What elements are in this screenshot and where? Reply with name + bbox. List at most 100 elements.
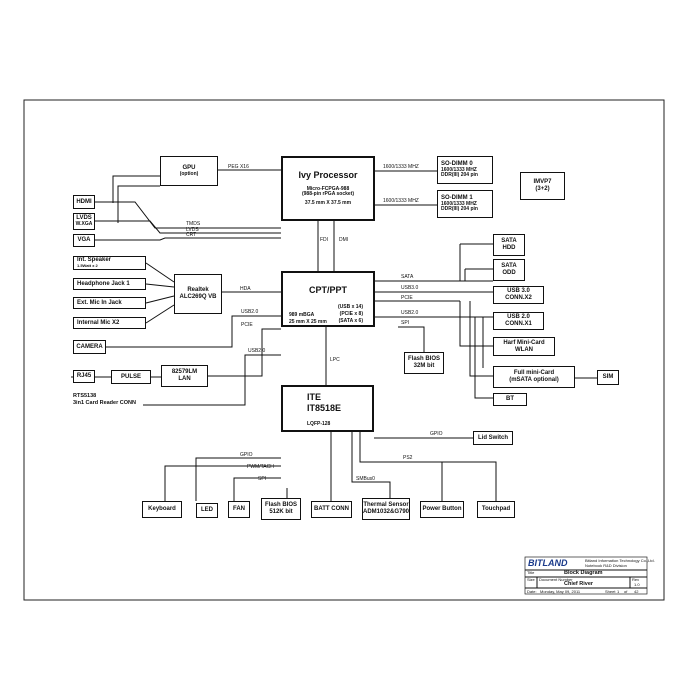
line-card — [143, 354, 281, 406]
line-ps2-tp — [442, 461, 497, 501]
signal-spi-pch: SPI — [401, 320, 410, 326]
full-minicard-block: Full mini-Card (mSATA optional) — [493, 366, 575, 388]
of-label: of — [624, 589, 628, 594]
realtek-block: Realtek ALC269Q VB — [174, 274, 222, 314]
sata-odd-l1: SATA — [501, 263, 517, 270]
bt-label: BT — [506, 396, 514, 403]
realtek-l1: Realtek — [187, 287, 209, 294]
gpu-title: GPU — [182, 164, 196, 171]
camera-label: CAMERA — [76, 343, 103, 350]
thermal-sensor-block: Thermal Sensor ADM1032&G790 — [362, 498, 410, 520]
sheet-value: 1 — [617, 589, 620, 594]
signal-dmi: DMI — [339, 237, 349, 243]
usb30-block: USB 3.0 CONN.X2 — [493, 286, 544, 304]
docnum-label: Document Number — [539, 577, 573, 582]
signal-gpio-led: GPIO — [240, 452, 253, 458]
diagram-title: Block Diagram — [564, 570, 603, 576]
speaker-block: Int. Speaker 1.5Watt x 2 — [73, 256, 146, 270]
sata-hdd-l2: HDD — [502, 245, 516, 251]
rev-label: Rev — [632, 577, 640, 582]
flash-bios-pch-l2: 32M bit — [413, 363, 435, 369]
signal-sata: SATA — [401, 274, 414, 280]
sim-label: SIM — [602, 374, 614, 381]
pulse-label: PULSE — [120, 373, 141, 380]
lan-block: 82579LM LAN — [161, 365, 208, 387]
line-usb-bt — [474, 317, 493, 399]
sodimm1-block: SO-DIMM 1 1600/1333 MHZ DDR(III) 204 pin — [437, 190, 493, 218]
usb20-l2: CONN.X1 — [505, 321, 532, 327]
cpt-size: 25 mm X 25 mm — [289, 319, 327, 325]
rj45: RJ45 — [73, 370, 95, 383]
signal-spi-ec: SPI — [258, 476, 267, 482]
cardreader-l1: RTS5138 — [73, 393, 97, 399]
ivy-socket: (988-pin rPGA socket) — [301, 191, 355, 198]
ite-l3: LQFP-128 — [307, 421, 331, 427]
touchpad-label: Touchpad — [481, 506, 511, 513]
line-spi-pch — [398, 326, 425, 352]
cpt-sata: (SATA x 6) — [338, 318, 363, 324]
usb20-l1: USB 2.0 — [507, 314, 530, 321]
sata-odd-block: SATA ODD — [493, 259, 525, 281]
line-pwm — [233, 477, 281, 501]
signal-fdi: FDI — [320, 237, 329, 243]
line-gpu-lvds — [117, 185, 160, 223]
flash-bios-ec-l2: 512K bit — [269, 509, 293, 515]
realtek-l2: ALC269Q VB — [179, 294, 217, 300]
lvds-l2: W.XGA — [75, 221, 93, 228]
sodimm1-l1: SO-DIMM 1 — [441, 194, 473, 201]
line-pcie-lan — [208, 328, 281, 377]
sheet-label: Sheet — [605, 589, 616, 594]
ite-l2: IT8518E — [307, 403, 342, 413]
lvds-block: LVDS W.XGA — [73, 213, 95, 230]
line-gpio-led — [195, 457, 281, 501]
hdmi-block: HDMI — [73, 195, 95, 209]
sodimm0-l1: SO-DIMM 0 — [441, 160, 473, 167]
rj45-label: RJ45 — [76, 373, 92, 380]
flash-bios-ec-block: Flash BIOS 512K bit — [261, 498, 301, 520]
imvp7-block: IMVP7 (3+2) — [520, 172, 565, 200]
usb20-block: USB 2.0 CONN.X1 — [493, 312, 544, 330]
batt-conn-label: BATT CONN — [314, 506, 349, 513]
sodimm1-l3: DDR(III) 204 pin — [441, 206, 478, 213]
imvp7-l1: IMVP7 — [533, 179, 552, 186]
cpt-usb: (USB x 14) — [337, 304, 363, 310]
led-block: LED — [196, 503, 218, 518]
line-gpio-kbd — [164, 465, 281, 501]
cpt-pcie: (PCIE x 8) — [339, 311, 363, 317]
line-pcie-full — [469, 301, 493, 377]
size-label: Size — [527, 577, 535, 582]
hdmi-label: HDMI — [76, 198, 92, 205]
cardreader-l2: 3in1 Card Reader CONN — [73, 400, 136, 406]
half-minicard-l1: Harf Mini-Card — [503, 339, 545, 346]
title-label: Title — [527, 570, 535, 575]
intmic-block: Internal Mic X2 — [73, 317, 146, 329]
thermal-l2: ADM1032&G790 — [362, 509, 410, 515]
signal-mem0: 1600/1333 MHZ — [383, 164, 419, 170]
line-lvds — [95, 220, 281, 234]
touchpad-block: Touchpad — [477, 501, 515, 518]
headphone-label: Headphone Jack 1 — [77, 280, 130, 287]
extmic-block: Ext. Mic In Jack — [73, 297, 146, 309]
line-smbus — [351, 432, 391, 501]
lid-switch-label: Lid Switch — [478, 434, 508, 441]
ite-l1: ITE — [307, 392, 322, 402]
ivy-package: Micro-FCPGA-988 — [306, 185, 350, 192]
keyboard-label: Keyboard — [148, 506, 176, 513]
signal-pwm: PWM/TACH — [247, 464, 274, 470]
usb30-l1: USB 3.0 — [507, 288, 530, 295]
bt-block: BT — [493, 393, 527, 406]
line-pcie-wlan — [459, 301, 493, 347]
power-button-block: Power Button — [420, 501, 464, 518]
line-extmic — [145, 295, 175, 304]
doc-number: Chief River — [564, 581, 594, 587]
signal-ps2: PS2 — [403, 455, 413, 461]
lan-l1: 82579LM — [171, 369, 198, 376]
lvds-l1: LVDS — [76, 215, 92, 222]
signal-usb20-card: USB2.0 — [248, 348, 266, 354]
signal-usb30: USB3.0 — [401, 285, 419, 291]
sata-hdd-l1: SATA — [501, 238, 517, 245]
cpt-ppt-block: CPT/PPT (USB x 14) (PCIE x 8) (SATA x 6)… — [281, 271, 375, 327]
cpt-title: CPT/PPT — [308, 285, 347, 295]
